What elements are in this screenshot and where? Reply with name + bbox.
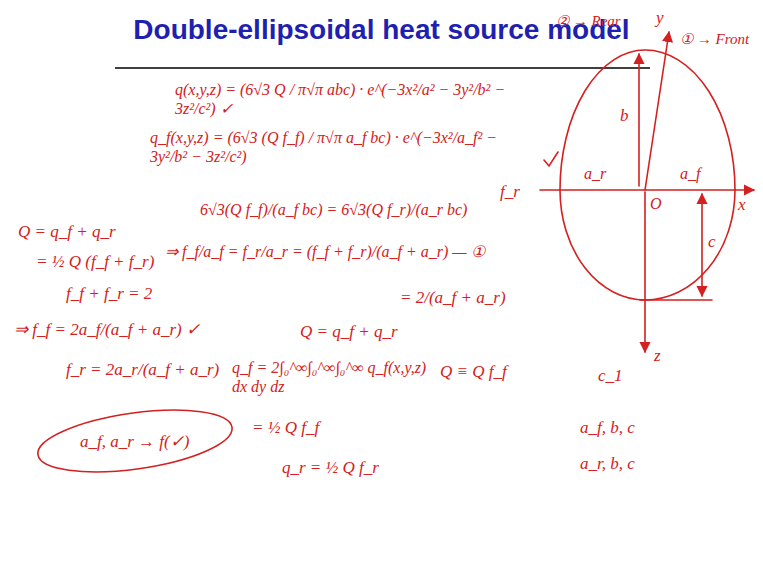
- handwritten-note: a_f: [680, 164, 700, 183]
- handwritten-note: y: [656, 8, 664, 28]
- handwritten-note: c: [708, 232, 716, 252]
- handwritten-note: Q = q_f + q_r: [18, 222, 116, 242]
- y-axis: [645, 32, 669, 190]
- handwritten-note: a_r: [584, 164, 606, 183]
- handwritten-note: q_f(x,y,z) = (6√3 (Q f_f) / π√π a_f bc) …: [150, 128, 530, 166]
- handwritten-note: c_1: [598, 366, 623, 386]
- x-axis: [540, 189, 754, 191]
- handwritten-note: = 2/(a_f + a_r): [400, 288, 506, 308]
- handwritten-note: = ½ Q (f_f + f_r): [36, 252, 154, 272]
- handwritten-note: ① → Front: [680, 30, 749, 48]
- handwritten-note: q_r = ½ Q f_r: [282, 458, 379, 478]
- handwritten-note: q_f = 2∫₀^∞∫₀^∞∫₀^∞ q_f(x,y,z) dx dy dz: [232, 358, 432, 396]
- handwritten-note: Q ≡ Q f_f: [440, 362, 507, 382]
- b-dimension: [638, 54, 640, 186]
- ellipsoid-bowl: [560, 190, 735, 300]
- handwritten-note: f_f + f_r = 2: [66, 284, 152, 304]
- handwritten-note: 6√3(Q f_f)/(a_f bc) = 6√3(Q f_r)/(a_r bc…: [200, 200, 467, 219]
- handwritten-note: = ½ Q f_f: [252, 418, 319, 438]
- handwritten-note: x: [738, 195, 746, 215]
- handwritten-note: q(x,y,z) = (6√3 Q / π√π abc) · e^(−3x²/a…: [175, 80, 535, 118]
- handwritten-note: ② → Rear: [556, 12, 621, 30]
- handwritten-note: O: [650, 194, 662, 213]
- handwritten-note: z: [654, 346, 661, 366]
- handwritten-note: f_r = 2a_r/(a_f + a_r): [66, 360, 219, 380]
- c-dimension: [701, 194, 703, 296]
- handwritten-note: a_r, b, c: [580, 454, 635, 474]
- circled-note: [34, 400, 236, 483]
- slide-title: Double-ellipsoidal heat source model: [0, 14, 763, 46]
- handwritten-note: a_f, b, c: [580, 418, 635, 438]
- z-axis: [644, 192, 646, 352]
- handwritten-note: f_r: [500, 182, 520, 202]
- title-rule: [115, 67, 650, 69]
- check-mark: [544, 152, 558, 166]
- handwritten-note: ⇒ f_f/a_f = f_r/a_r = (f_f + f_r)/(a_f +…: [165, 242, 485, 261]
- handwritten-note: ⇒ f_f = 2a_f/(a_f + a_r) ✓: [14, 320, 200, 340]
- handwritten-note: b: [620, 106, 629, 126]
- handwritten-note: a_f, a_r → f(✓): [80, 432, 189, 452]
- c-tick: [640, 299, 712, 301]
- handwritten-note: Q = q_f + q_r: [300, 322, 398, 342]
